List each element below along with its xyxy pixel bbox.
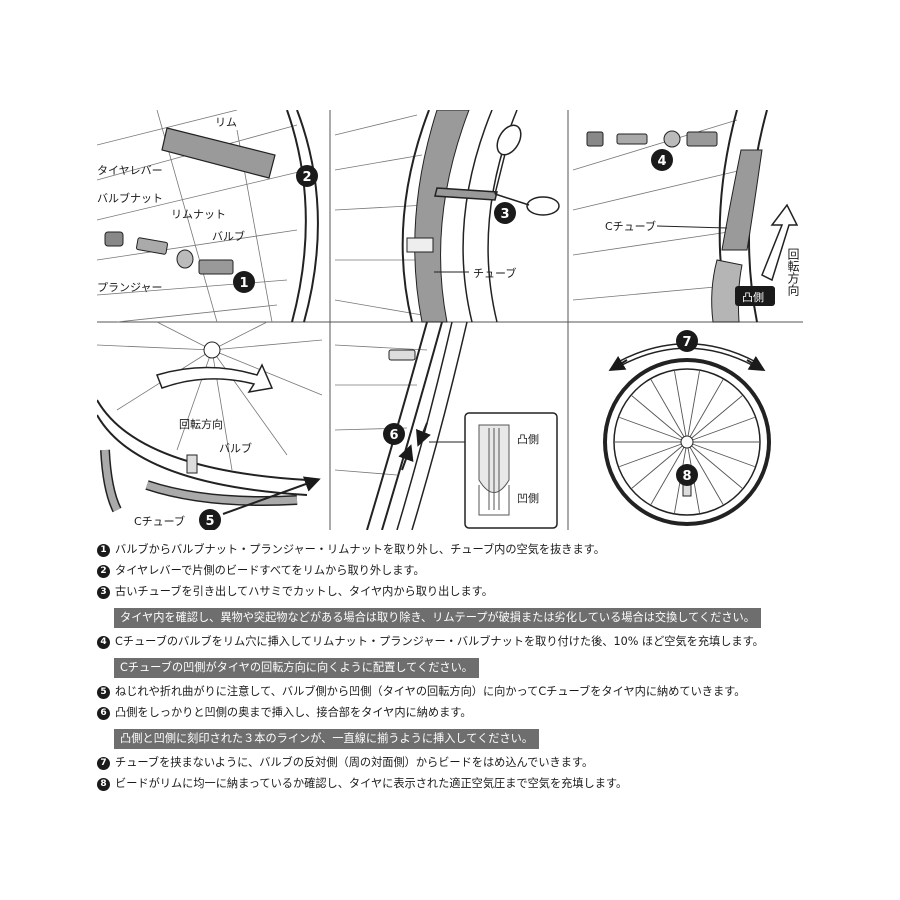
svg-text:8: 8 bbox=[682, 469, 691, 484]
panel-5-join-tube: 凸側 凹側 6 bbox=[334, 321, 558, 530]
step-text: チューブを挟まないように、バルブの反対側（周の対面側）からビードをはめ込んでいき… bbox=[115, 756, 594, 769]
svg-text:5: 5 bbox=[205, 514, 214, 529]
step-number-badge: 2 bbox=[97, 564, 110, 578]
instruction-illustration: リム タイヤレバー バルブナット リムナット バルブ プランジャー 2 1 bbox=[97, 110, 803, 530]
svg-text:2: 2 bbox=[302, 170, 311, 185]
step-text: ねじれや折れ曲がりに注意して、バルブ側から凹側（タイヤの回転方向）に向かってCチ… bbox=[115, 685, 746, 698]
step-number-badge: 3 bbox=[97, 585, 110, 599]
step-note: Cチューブの凹側がタイヤの回転方向に向くように配置してください。 bbox=[114, 658, 479, 678]
svg-text:1: 1 bbox=[239, 276, 248, 291]
step-text: タイヤレバーで片側のビードすべてをリムから取り外します。 bbox=[115, 564, 425, 577]
step-note: 凸側と凹側に刻印された３本のラインが、一直線に揃うように挿入してください。 bbox=[114, 729, 540, 749]
c-tube-label: Cチューブ bbox=[605, 219, 656, 233]
step-number-badge: 8 bbox=[97, 777, 110, 791]
step-number-badge: 7 bbox=[97, 756, 110, 770]
tire-lever-label: タイヤレバー bbox=[97, 164, 163, 177]
step-item: 5 ねじれや折れ曲がりに注意して、バルブ側から凹側（タイヤの回転方向）に向かってC… bbox=[97, 685, 817, 699]
step-note: タイヤ内を確認し、異物や突起物などがある場合は取り除き、リムテープが破損または劣… bbox=[114, 608, 761, 628]
svg-text:回転方向: 回転方向 bbox=[786, 248, 800, 296]
step-number-2-badge: 2 bbox=[296, 165, 318, 187]
panel-grid bbox=[97, 110, 803, 530]
step-number-1-badge: 1 bbox=[233, 271, 255, 293]
rim-label: リム bbox=[215, 116, 237, 129]
step-number-5-badge: 5 bbox=[199, 509, 221, 530]
step-item: 1 バルブからバルブナット・プランジャー・リムナットを取り外し、チューブ内の空気を… bbox=[97, 543, 817, 557]
c-tube-label: Cチューブ bbox=[134, 514, 185, 528]
scissors-icon bbox=[434, 124, 560, 216]
step-item: 2 タイヤレバーで片側のビードすべてをリムから取り外します。 bbox=[97, 564, 817, 578]
step-text: Cチューブのバルブをリム穴に挿入してリムナット・プランジャー・バルブナットを取り… bbox=[115, 635, 764, 648]
step-item: 4 Cチューブのバルブをリム穴に挿入してリムナット・プランジャー・バルブナットを取… bbox=[97, 635, 817, 649]
step-list: 1 バルブからバルブナット・プランジャー・リムナットを取り外し、チューブ内の空気を… bbox=[97, 543, 817, 798]
step-text: バルブからバルブナット・プランジャー・リムナットを取り外し、チューブ内の空気を抜… bbox=[115, 543, 605, 556]
step-item: 6 凸側をしっかりと凹側の奥まで挿入し、接合部をタイヤ内に納めます。 bbox=[97, 706, 817, 720]
step-text: 古いチューブを引き出してハサミでカットし、タイヤ内から取り出します。 bbox=[115, 585, 493, 598]
valve-nut-label: バルブナット bbox=[97, 191, 163, 205]
step-number-6-badge: 6 bbox=[383, 423, 405, 445]
step-number-8-badge: 8 bbox=[676, 464, 698, 486]
step-number-3-badge: 3 bbox=[494, 202, 516, 224]
step-number-4-badge: 4 bbox=[651, 149, 673, 171]
step-text: ビードがリムに均一に納まっているか確認し、タイヤに表示された適正空気圧まで空気を… bbox=[115, 777, 628, 790]
step-item: 3 古いチューブを引き出してハサミでカットし、タイヤ内から取り出します。 bbox=[97, 585, 817, 599]
step-number-badge: 6 bbox=[97, 706, 110, 720]
rotation-direction-label: 回転方向 bbox=[786, 248, 800, 296]
svg-text:3: 3 bbox=[500, 207, 509, 222]
step-number-badge: 5 bbox=[97, 685, 110, 699]
concave-side-label: 凹側 bbox=[517, 492, 539, 505]
svg-text:7: 7 bbox=[682, 335, 691, 350]
step-item: 8 ビードがリムに均一に納まっているか確認し、タイヤに表示された適正空気圧まで空気… bbox=[97, 777, 817, 791]
convex-side-badge: 凸側 bbox=[742, 291, 764, 304]
convex-side-label: 凸側 bbox=[517, 433, 539, 446]
valve-label: バルブ bbox=[212, 229, 245, 243]
panel-4-insert-tube: 回転方向 バルブ Cチューブ 5 bbox=[97, 321, 323, 530]
step-number-badge: 4 bbox=[97, 635, 110, 649]
rotation-direction-label: 回転方向 bbox=[179, 417, 223, 431]
panel-3-c-tube: Cチューブ 回転方向 凸側 4 bbox=[572, 110, 800, 323]
step-text: 凸側をしっかりと凹側の奥まで挿入し、接合部をタイヤ内に納めます。 bbox=[115, 706, 472, 719]
panel-2-cut-tube: チューブ 3 bbox=[334, 110, 560, 323]
step-number-badge: 1 bbox=[97, 543, 110, 557]
step-item: 7 チューブを挟まないように、バルブの反対側（周の対面側）からビードをはめ込んでい… bbox=[97, 756, 817, 770]
panel-1-valve-parts: リム タイヤレバー バルブナット リムナット バルブ プランジャー 2 1 bbox=[97, 110, 319, 323]
valve-label: バルブ bbox=[219, 441, 252, 455]
tube-label: チューブ bbox=[473, 266, 516, 280]
plunger-label: プランジャー bbox=[97, 281, 162, 294]
panel-6-wheel: 7 8 bbox=[603, 330, 771, 526]
rim-nut-label: リムナット bbox=[171, 208, 226, 221]
svg-text:6: 6 bbox=[389, 428, 398, 443]
step-number-7-badge: 7 bbox=[676, 330, 698, 352]
svg-text:4: 4 bbox=[657, 154, 666, 169]
